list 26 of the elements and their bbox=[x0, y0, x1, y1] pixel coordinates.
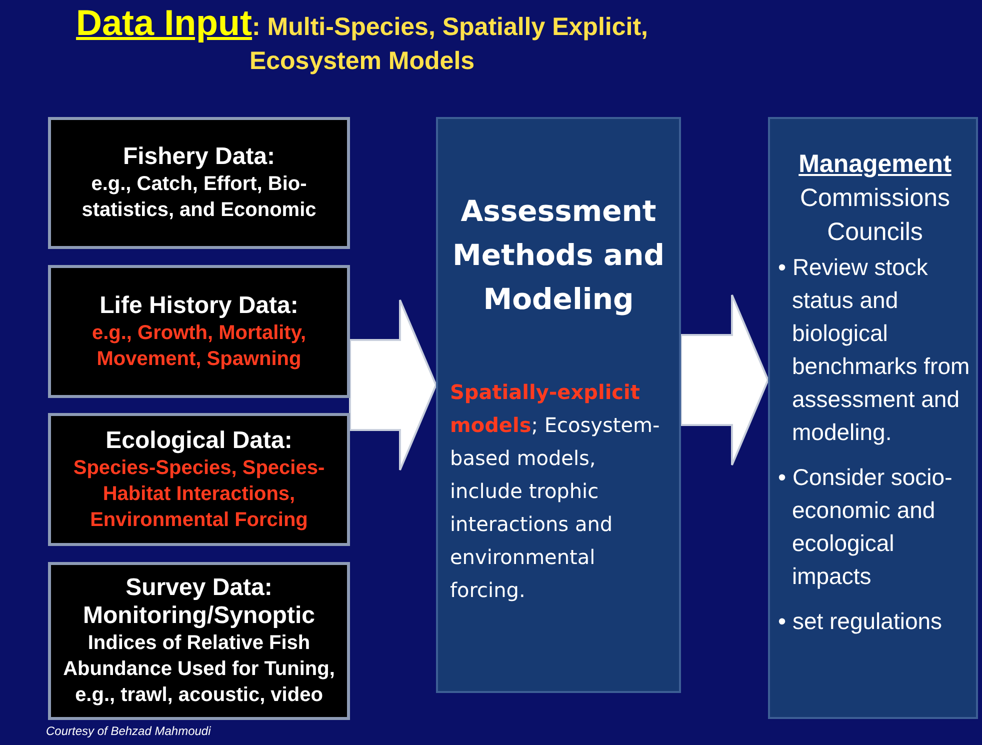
box-text: Species-Species, Species-Habitat Interactions, Environmental Forcing bbox=[72, 456, 326, 532]
box-heading: Survey Data: bbox=[126, 574, 272, 602]
block-arrow bbox=[349, 299, 438, 471]
credit-note: Courtesy of Behzad Mahmoudi bbox=[46, 724, 211, 738]
outcome-panel bbox=[768, 117, 978, 719]
panel-text: Spatially-explicit models; Ecosystem-based models, include trophic interactions and environmental forcing. bbox=[450, 379, 661, 604]
panel-subheading: Commissions Councils bbox=[798, 183, 952, 248]
data-box bbox=[48, 265, 350, 398]
box-heading: Ecological Data: bbox=[106, 426, 292, 454]
box-text: e.g., Growth, Mortality, Movement, Spawning bbox=[90, 320, 308, 372]
slide-title: Data Input: Multi-Species, Spatially Explicit, Ecosystem Models bbox=[75, 6, 649, 77]
data-box bbox=[48, 562, 350, 720]
box-heading: Life History Data: bbox=[100, 292, 298, 320]
panel-heading: Assessment Methods and Modeling bbox=[451, 193, 666, 318]
process-panel bbox=[436, 117, 681, 693]
box-subheading: Monitoring/Synoptic bbox=[83, 602, 315, 630]
block-arrow bbox=[680, 294, 770, 466]
data-box bbox=[48, 413, 350, 546]
box-text: e.g., Catch, Effort, Bio-statistics, and Economic bbox=[80, 172, 318, 223]
bullet-item: • Consider socio-economic and ecological impacts bbox=[778, 463, 954, 591]
bullet-item: • set regulations bbox=[778, 607, 944, 636]
panel-heading: Management bbox=[798, 149, 952, 180]
bullet-item: • Review stock status and biological benchmarks from assessment and modeling. bbox=[778, 253, 971, 447]
data-box bbox=[48, 117, 350, 249]
box-text: Indices of Relative Fish Abundance Used for Tuning, e.g., trawl, acoustic, video bbox=[62, 631, 336, 708]
box-heading: Fishery Data: bbox=[122, 143, 276, 171]
